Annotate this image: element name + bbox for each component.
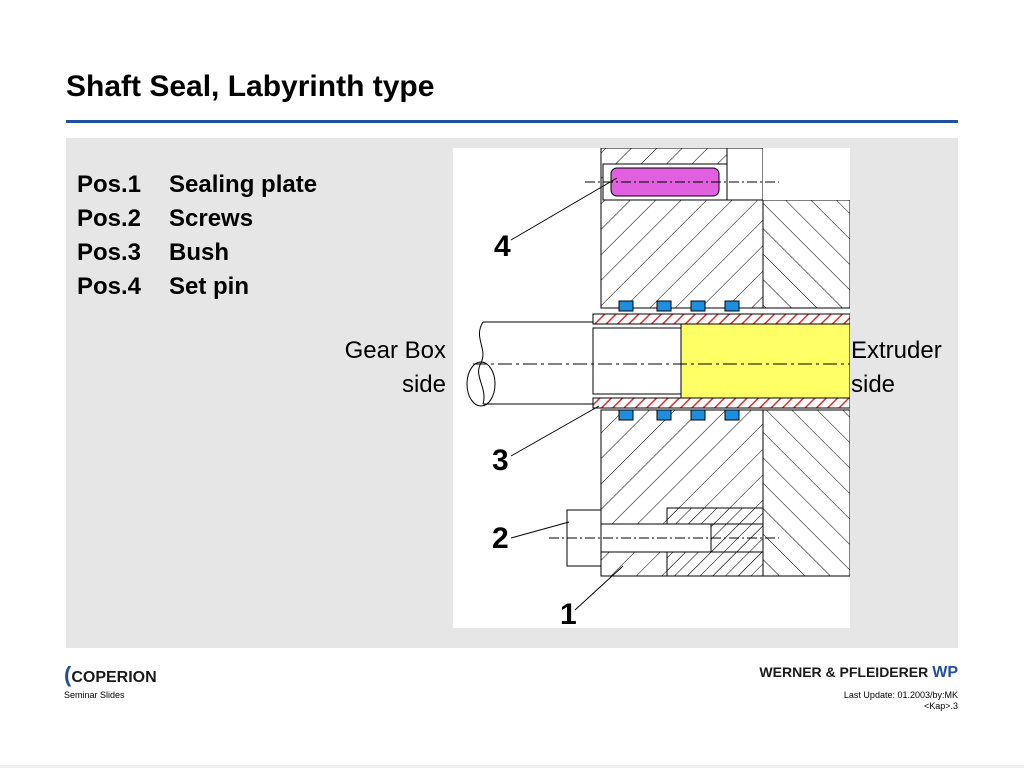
callout-4: 4 (494, 230, 511, 263)
coperion-brand: COPERION (71, 669, 157, 686)
housing-lower (762, 409, 851, 577)
screw-thread-housing-lower (666, 551, 764, 577)
shaft-seal-svg (466, 147, 851, 611)
coperion-logo: (COPERION (64, 662, 157, 688)
position-legend: Pos.1 Sealing plate Pos.2 Screws Pos.3 B… (77, 168, 317, 304)
legend-key: Pos.4 (77, 273, 142, 300)
seal-ring (656, 300, 672, 312)
footer-update: Last Update: 01.2003/by:MK <Kap>.3 (844, 690, 958, 712)
callout-1: 1 (560, 598, 577, 631)
coperion-c-icon: ( (64, 662, 72, 687)
title-divider (66, 120, 958, 123)
extruder-shaft-insert (680, 323, 851, 399)
callout-3: 3 (492, 444, 509, 477)
legend-label: Sealing plate (169, 171, 318, 198)
shaft-break (478, 321, 485, 405)
legend-item-pos2: Pos.2 Screws (77, 202, 317, 236)
legend-label: Screws (169, 205, 254, 232)
legend-item-pos3: Pos.3 Bush (77, 236, 317, 270)
bush-upper (592, 313, 851, 325)
seal-ring (724, 409, 740, 421)
seal-ring (618, 409, 634, 421)
legend-key: Pos.2 (77, 205, 142, 232)
legend-label: Bush (169, 239, 229, 266)
shaft-inner (592, 327, 682, 395)
shaft-seal-drawing (453, 147, 851, 628)
wp-brand: WERNER & PFLEIDERER (759, 664, 929, 680)
seal-ring (618, 300, 634, 312)
footer-subtitle: Seminar Slides (64, 690, 125, 700)
legend-item-pos1: Pos.1 Sealing plate (77, 168, 317, 202)
gear-box-side-label: Gear Box side (300, 334, 446, 402)
seal-ring (656, 409, 672, 421)
gear-box-line1: Gear Box (344, 337, 446, 364)
seal-ring (690, 300, 706, 312)
housing-upper-step (726, 147, 764, 201)
housing-upper (762, 199, 851, 309)
legend-label: Set pin (169, 273, 250, 300)
leader-4 (510, 177, 618, 241)
callout-2: 2 (492, 522, 509, 555)
seal-ring (690, 409, 706, 421)
extruder-side-label: Extruder side (851, 334, 942, 402)
seal-ring (724, 300, 740, 312)
bush-lower (592, 397, 851, 409)
update-line2: <Kap>.3 (923, 701, 958, 711)
update-line1: Last Update: 01.2003/by:MK (843, 690, 958, 700)
legend-key: Pos.3 (77, 239, 142, 266)
gear-box-line2: side (401, 371, 446, 398)
bottom-band (0, 765, 1024, 768)
housing-upper-top (763, 148, 850, 200)
leader-1 (574, 565, 624, 611)
extruder-line2: side (851, 371, 896, 398)
extruder-line1: Extruder (851, 337, 942, 364)
wp-mark-icon: WP (932, 664, 958, 681)
legend-item-pos4: Pos.4 Set pin (77, 270, 317, 304)
leader-3 (510, 405, 600, 457)
shaft-break-oval (466, 361, 496, 407)
legend-key: Pos.1 (77, 171, 142, 198)
screw-thread-housing (666, 507, 764, 525)
leader-2 (510, 521, 570, 539)
slide-title: Shaft Seal, Labyrinth type (66, 70, 435, 103)
screw-shank (600, 523, 712, 553)
